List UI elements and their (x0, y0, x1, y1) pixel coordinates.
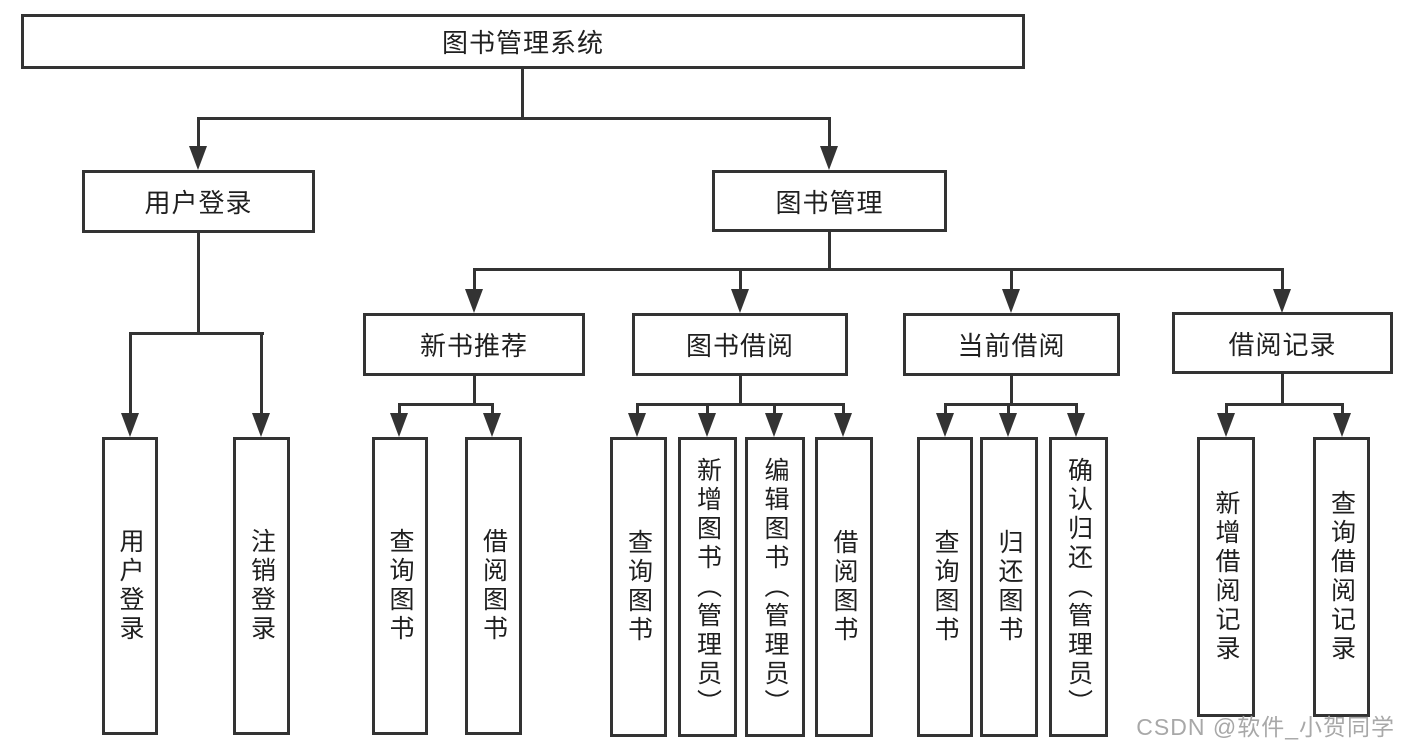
arrow-down-icon (820, 146, 838, 170)
leaf-query-book-3-label: 查询图书 (931, 529, 959, 645)
leaf-add-book-admin: 新增图书（管理员） (678, 437, 737, 737)
connector-line (260, 332, 263, 415)
connector-line (1010, 376, 1013, 406)
node-root-label: 图书管理系统 (441, 28, 604, 58)
leaf-add-borrow-record: 新增借阅记录 (1197, 437, 1255, 717)
leaf-borrow-book-2: 借阅图书 (815, 437, 873, 737)
leaf-query-book-3: 查询图书 (917, 437, 973, 737)
arrow-down-icon (252, 413, 270, 437)
connector-line (1010, 268, 1013, 291)
leaf-query-borrow-record-label: 查询借阅记录 (1327, 490, 1356, 664)
connector-line (706, 403, 709, 415)
connector-line (129, 332, 264, 335)
arrow-down-icon (834, 413, 852, 437)
node-new-book-recommend: 新书推荐 (363, 313, 585, 376)
connector-line (1281, 268, 1284, 291)
leaf-borrow-book-1-label: 借阅图书 (479, 528, 508, 644)
node-user-login: 用户登录 (82, 170, 315, 233)
leaf-user-login: 用户登录 (102, 437, 158, 735)
connector-line (636, 403, 639, 415)
arrow-down-icon (731, 289, 749, 313)
node-borrow-records: 借阅记录 (1172, 312, 1393, 374)
arrow-down-icon (1067, 413, 1085, 437)
arrow-down-icon (1217, 413, 1235, 437)
leaf-query-borrow-record: 查询借阅记录 (1313, 437, 1370, 717)
leaf-borrow-book-1: 借阅图书 (465, 437, 522, 735)
arrow-down-icon (1333, 413, 1351, 437)
leaf-query-book-1-label: 查询图书 (386, 528, 414, 644)
connector-line (739, 268, 742, 291)
leaf-query-book-2-label: 查询图书 (624, 529, 653, 645)
arrow-down-icon (936, 413, 954, 437)
node-borrow-records-label: 借阅记录 (1228, 329, 1337, 360)
node-current-borrow-label: 当前借阅 (957, 331, 1066, 361)
connector-line (636, 403, 845, 406)
leaf-edit-book-admin: 编辑图书（管理员） (745, 437, 805, 737)
leaf-query-book-1: 查询图书 (372, 437, 428, 735)
connector-line (842, 403, 845, 415)
node-user-login-label: 用户登录 (144, 188, 253, 218)
arrow-down-icon (189, 146, 207, 170)
leaf-return-book-label: 归还图书 (995, 529, 1023, 645)
leaf-add-borrow-record-label: 新增借阅记录 (1212, 490, 1240, 664)
connector-line (197, 117, 831, 120)
leaf-confirm-return-admin: 确认归还（管理员） (1049, 437, 1108, 737)
node-book-borrow-label: 图书借阅 (685, 331, 794, 361)
leaf-borrow-book-2-label: 借阅图书 (830, 529, 858, 645)
leaf-return-book: 归还图书 (980, 437, 1038, 737)
node-current-borrow: 当前借阅 (903, 313, 1120, 376)
connector-line (129, 332, 132, 415)
node-book-management: 图书管理 (712, 170, 947, 232)
leaf-query-book-2: 查询图书 (610, 437, 667, 737)
arrow-down-icon (698, 413, 716, 437)
connector-line (944, 403, 947, 415)
node-book-borrow: 图书借阅 (632, 313, 848, 376)
connector-line (739, 376, 742, 406)
node-new-book-recommend-label: 新书推荐 (419, 331, 528, 361)
leaf-edit-book-admin-label: 编辑图书（管理员） (761, 456, 789, 718)
connector-line (398, 403, 401, 415)
connector-line (773, 403, 776, 415)
connector-line (1007, 403, 1010, 415)
watermark: CSDN @软件_小贺同学 (1136, 714, 1395, 740)
connector-line (197, 117, 200, 149)
arrow-down-icon (1273, 289, 1291, 313)
arrow-down-icon (390, 413, 408, 437)
connector-line (197, 233, 200, 335)
connector-line (1225, 403, 1228, 415)
leaf-add-book-admin-label: 新增图书（管理员） (693, 456, 722, 718)
connector-line (521, 68, 524, 119)
arrow-down-icon (121, 413, 139, 437)
connector-line (828, 232, 831, 271)
leaf-confirm-return-admin-label: 确认归还（管理员） (1064, 456, 1093, 718)
node-book-management-label: 图书管理 (775, 187, 884, 218)
arrow-down-icon (765, 413, 783, 437)
arrow-down-icon (465, 289, 483, 313)
arrow-down-icon (999, 413, 1017, 437)
connector-line (398, 403, 494, 406)
connector-line (828, 117, 831, 149)
leaf-user-login-label: 用户登录 (116, 528, 144, 644)
arrow-down-icon (483, 413, 501, 437)
connector-line (491, 403, 494, 415)
arrow-down-icon (1002, 289, 1020, 313)
connector-line (1225, 403, 1344, 406)
connector-line (1075, 403, 1078, 415)
connector-line (944, 403, 1078, 406)
arrow-down-icon (628, 413, 646, 437)
node-root: 图书管理系统 (21, 14, 1025, 69)
leaf-logout-label: 注销登录 (247, 528, 276, 644)
leaf-logout: 注销登录 (233, 437, 290, 735)
connector-line (1281, 374, 1284, 406)
connector-line (473, 268, 476, 291)
connector-line (473, 376, 476, 406)
connector-line (473, 268, 1284, 271)
connector-line (1341, 403, 1344, 415)
